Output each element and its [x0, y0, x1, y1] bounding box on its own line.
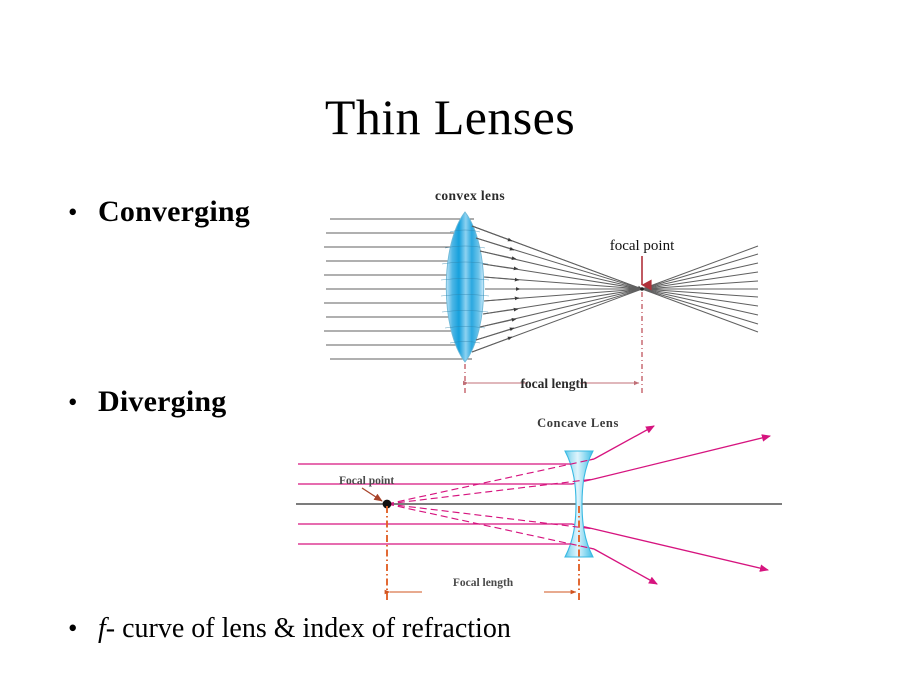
- convex-caption: convex lens: [435, 188, 505, 203]
- bullet-item-converging: • Converging: [68, 195, 250, 229]
- bullet-item-focal-length-note: • f- curve of lens & index of refraction: [68, 613, 511, 645]
- convex-lens-contours: [440, 229, 490, 344]
- concave-caption: Concave Lens: [537, 416, 619, 430]
- convex-focal-point-label: focal point: [610, 238, 675, 254]
- convex-focal-point-dot: [640, 287, 644, 291]
- bullet-label-converging: Converging: [98, 195, 250, 228]
- bullet-label-focal-note: f- curve of lens & index of refraction: [98, 613, 511, 645]
- bullet-marker: •: [68, 387, 78, 417]
- symbol-f: f: [98, 613, 106, 644]
- concave-focal-point-dot: [382, 499, 392, 509]
- concave-focal-point-pointer-icon: [361, 487, 383, 502]
- convex-focal-length-label: focal length: [520, 376, 588, 391]
- concave-lens-svg: Concave Lens: [296, 416, 782, 602]
- concave-incoming-rays: [298, 463, 572, 545]
- concave-lens-body: [564, 450, 594, 558]
- concave-focal-point-label: Focal point: [339, 475, 394, 487]
- bullet-marker: •: [68, 197, 78, 227]
- page-title: Thin Lenses: [324, 89, 576, 145]
- bullet-label-focal-note-rest: - curve of lens & index of refraction: [105, 613, 511, 644]
- concave-virtual-rays: [386, 458, 595, 550]
- bullet-item-diverging: • Diverging: [68, 385, 226, 419]
- convex-refracted-ray-arrows: [471, 225, 521, 353]
- bullet-label-diverging: Diverging: [98, 385, 227, 418]
- convex-lens-body: [445, 211, 485, 363]
- convex-diverging-rays: [641, 245, 759, 333]
- concave-focal-length-label: Focal length: [453, 577, 514, 589]
- concave-lens-figure: Concave Lens: [282, 406, 802, 606]
- concave-outgoing-rays: [593, 425, 772, 585]
- convex-lens-svg: convex lens: [324, 188, 759, 396]
- bullet-marker: •: [68, 613, 78, 643]
- convex-lens-figure: convex lens: [322, 182, 762, 400]
